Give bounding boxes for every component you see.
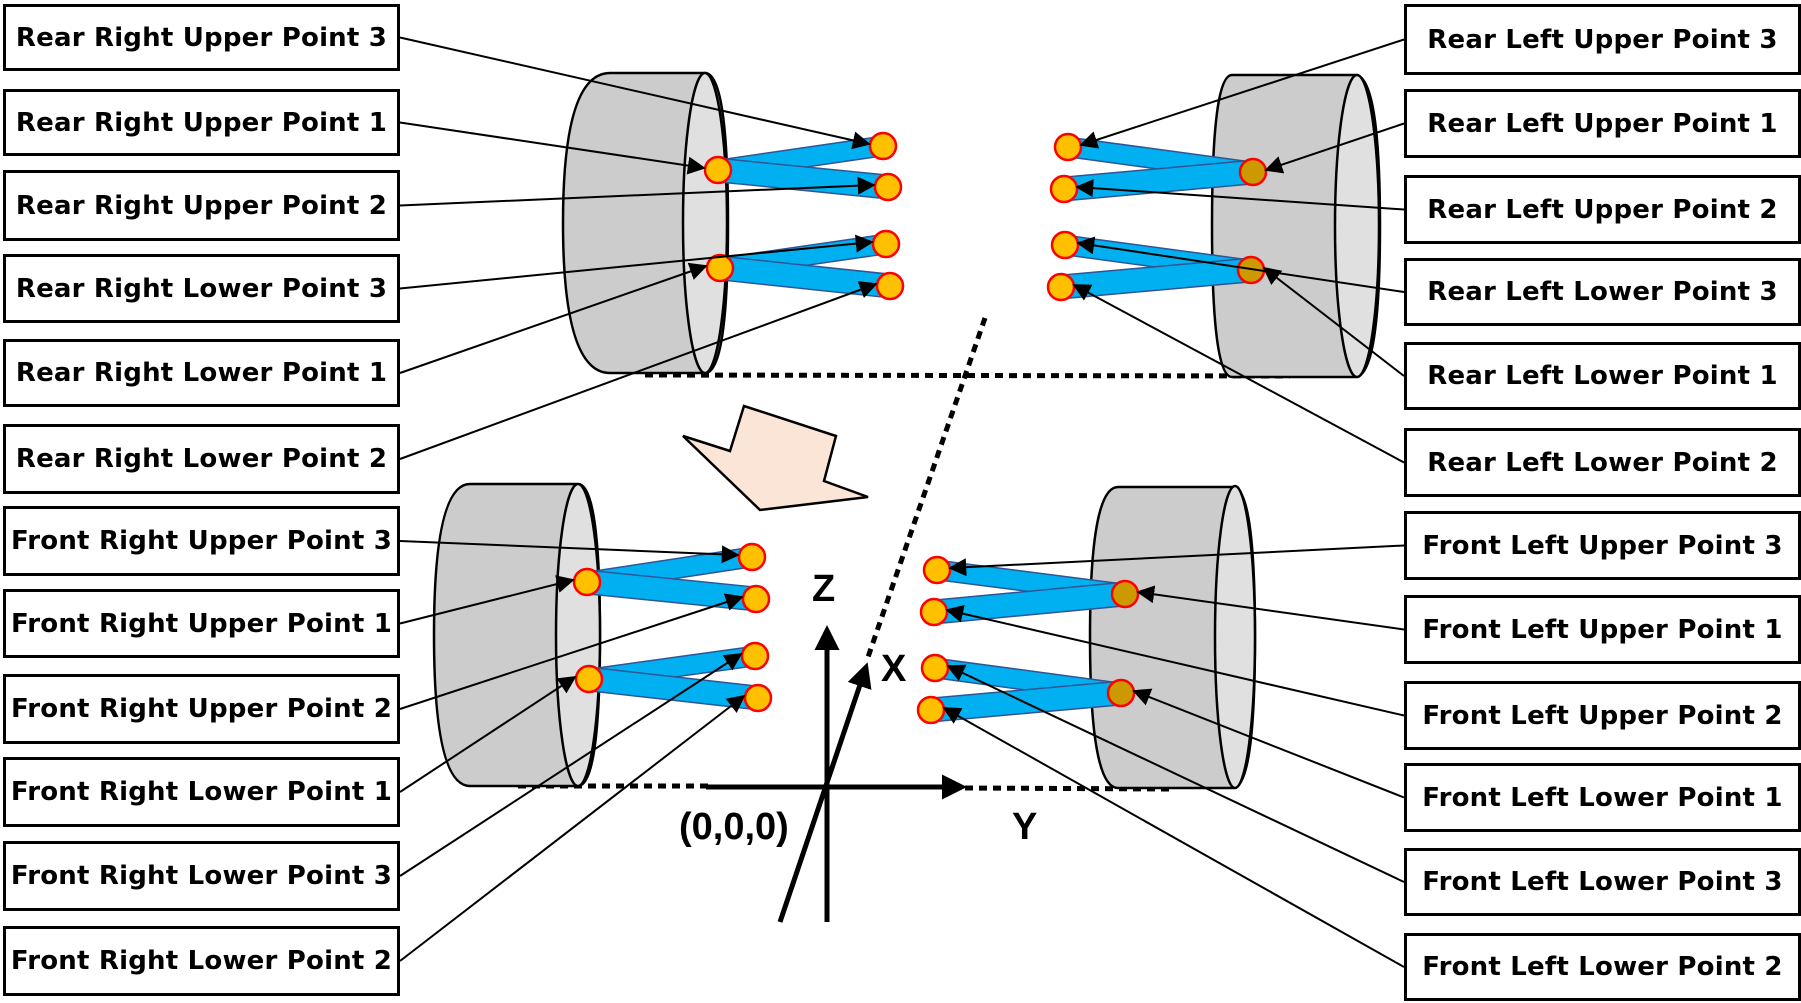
label-rr-up1: Rear Right Upper Point 1	[3, 89, 400, 156]
point-fr-lo3	[740, 641, 770, 671]
y-axis-label: Y	[1012, 806, 1038, 848]
leader-fl-lo3	[946, 664, 1405, 883]
label-rr-lo2: Rear Right Lower Point 2	[3, 424, 400, 494]
link-fill-fl-lo1-fl-lo2	[930, 682, 1122, 721]
hardpoints	[572, 131, 1268, 725]
label-fr-lo2: Front Right Lower Point 2	[3, 926, 400, 996]
point-rr-up1	[703, 155, 733, 185]
leader-fr-up1	[399, 575, 575, 625]
x-axis-label: X	[881, 648, 907, 690]
point-rl-lo2	[1046, 272, 1076, 302]
link-fill-rr-lo1-rr-lo2	[718, 257, 892, 297]
leader-fr-up3	[399, 540, 740, 564]
leader-rr-lo1	[399, 262, 708, 374]
leader-fl-up2	[945, 604, 1405, 717]
leader-fl-up1	[1136, 585, 1405, 631]
point-rr-lo3	[871, 229, 901, 259]
label-fl-lo3: Front Left Lower Point 3	[1404, 848, 1801, 916]
leader-fl-up3	[948, 544, 1405, 577]
label-fl-up2: Front Left Upper Point 2	[1404, 681, 1801, 750]
label-rl-up3: Rear Left Upper Point 3	[1404, 4, 1801, 75]
label-rl-lo2: Rear Left Lower Point 2	[1404, 428, 1801, 497]
leader-fr-lo1	[399, 676, 577, 793]
label-rl-up2: Rear Left Upper Point 2	[1404, 175, 1801, 244]
label-fr-up1: Front Right Upper Point 1	[3, 589, 400, 658]
leader-rl-up1	[1264, 122, 1405, 174]
x-axis-dotted-extension	[864, 317, 988, 661]
point-fl-up2	[919, 597, 949, 627]
wheel-rear-left	[1210, 73, 1382, 379]
leader-fl-lo1	[1132, 688, 1405, 799]
leader-rl-up2	[1075, 179, 1405, 211]
wheel-front-right	[432, 482, 602, 788]
point-fl-lo2	[916, 695, 946, 725]
leader-fr-lo3	[399, 653, 743, 877]
leader-rr-up1	[399, 121, 706, 175]
origin-label: (0,0,0)	[679, 806, 789, 848]
link-fill-fl-up1-fl-up2	[932, 583, 1127, 623]
label-rl-up1: Rear Left Upper Point 1	[1404, 89, 1801, 158]
point-fl-lo1	[1106, 678, 1136, 708]
point-fl-up3	[922, 555, 952, 585]
coordinate-axes	[706, 625, 967, 923]
point-rl-up3	[1053, 132, 1083, 162]
label-rr-lo3: Rear Right Lower Point 3	[3, 254, 400, 323]
z-axis-label: Z	[812, 568, 836, 610]
wheel-front-left	[1088, 484, 1257, 790]
point-fr-lo2	[743, 683, 773, 713]
point-rl-up1	[1238, 157, 1268, 187]
link-fill-fr-lo1-fr-lo2	[587, 668, 760, 709]
label-fl-lo1: Front Left Lower Point 1	[1404, 763, 1801, 832]
point-rr-lo1	[705, 253, 735, 283]
point-rr-up3	[868, 131, 898, 161]
label-rl-lo1: Rear Left Lower Point 1	[1404, 342, 1801, 410]
label-fl-up3: Front Left Upper Point 3	[1404, 511, 1801, 580]
link-fill-rl-lo1-rl-lo2	[1060, 259, 1252, 298]
leader-rr-up2	[399, 176, 876, 207]
point-rr-lo2	[875, 271, 905, 301]
label-rr-up3: Rear Right Upper Point 3	[3, 4, 400, 71]
leader-rl-lo1	[1262, 266, 1405, 377]
label-rr-up2: Rear Right Upper Point 2	[3, 170, 400, 241]
label-fl-up1: Front Left Upper Point 1	[1404, 595, 1801, 664]
point-fr-up1	[572, 567, 602, 597]
leader-fr-lo2	[399, 694, 746, 962]
direction-arrow	[682, 404, 869, 512]
leader-lines	[399, 36, 1405, 968]
leader-rr-lo3	[399, 234, 874, 290]
point-fl-lo3	[920, 653, 950, 683]
label-fl-lo2: Front Left Lower Point 2	[1404, 933, 1801, 1001]
link-fill-rl-up1-rl-up2	[1063, 161, 1254, 200]
point-rl-up2	[1049, 174, 1079, 204]
label-fr-up3: Front Right Upper Point 3	[3, 506, 400, 576]
leader-rl-up3	[1079, 38, 1405, 149]
leader-rr-lo2	[399, 281, 878, 460]
label-fr-lo1: Front Right Lower Point 1	[3, 757, 400, 827]
leader-fr-up2	[399, 593, 744, 710]
point-rr-up2	[873, 172, 903, 202]
label-rr-lo1: Rear Right Lower Point 1	[3, 339, 400, 407]
leader-fl-lo2	[942, 707, 1405, 968]
label-fr-up2: Front Right Upper Point 2	[3, 674, 400, 744]
leader-rl-lo3	[1076, 236, 1405, 293]
x-axis	[777, 662, 872, 923]
label-rl-lo3: Rear Left Lower Point 3	[1404, 258, 1801, 326]
point-fr-up2	[741, 584, 771, 614]
point-fl-up1	[1110, 579, 1140, 609]
point-fr-up3	[737, 542, 767, 572]
label-fr-lo3: Front Right Lower Point 3	[3, 841, 400, 911]
leader-rr-up3	[399, 36, 871, 150]
point-rl-lo3	[1050, 230, 1080, 260]
wheel-rear-right	[561, 71, 730, 375]
point-fr-lo1	[574, 664, 604, 694]
leader-rl-lo2	[1072, 284, 1405, 464]
